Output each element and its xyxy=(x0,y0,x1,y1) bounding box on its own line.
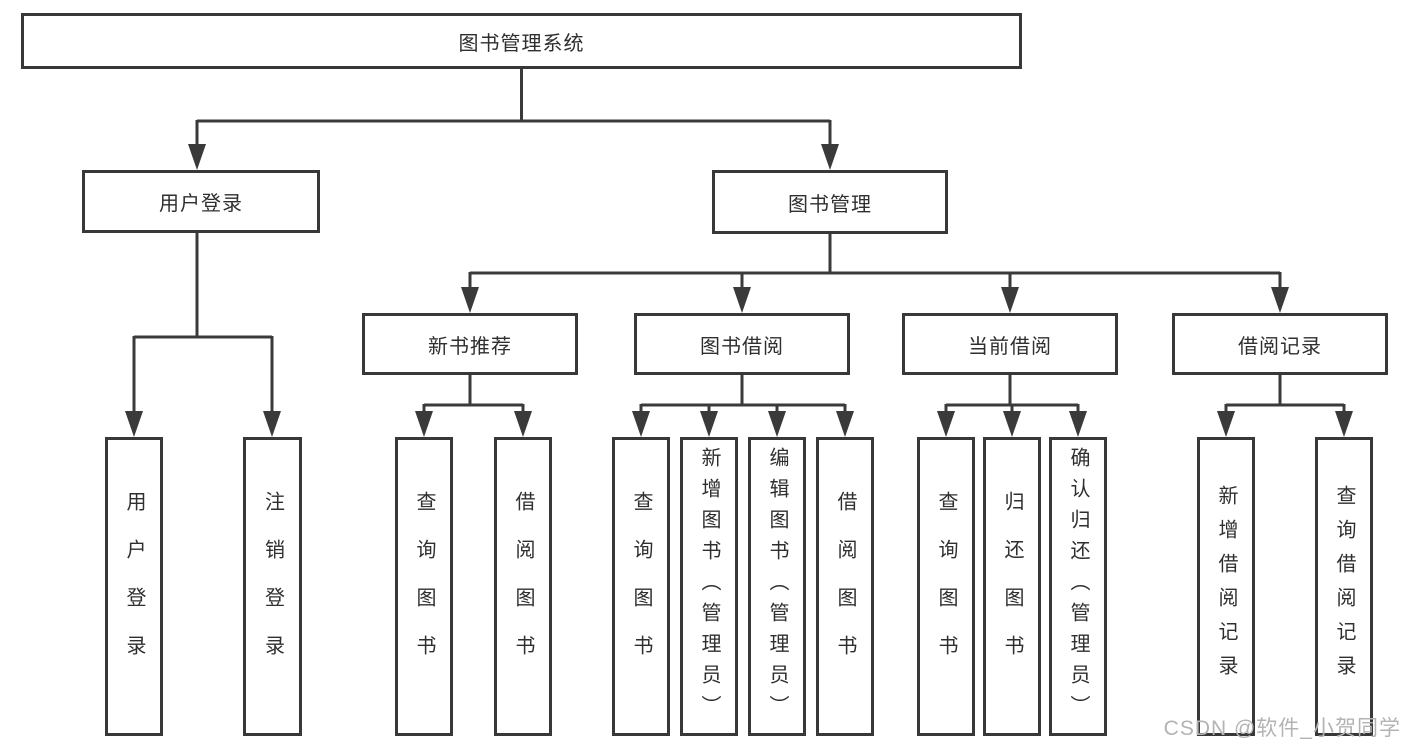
node-book-management: 图书管理 xyxy=(712,170,948,234)
leaf-user-login-label: 用户登录 xyxy=(123,490,145,683)
leaf-query-books-recommend-label: 查询图书 xyxy=(413,490,435,683)
leaf-add-borrow-record-label: 新增借阅记录 xyxy=(1215,484,1237,689)
leaf-user-login: 用户登录 xyxy=(105,437,163,736)
leaf-query-books-current-label: 查询图书 xyxy=(935,490,957,683)
leaf-query-books-borrow-label: 查询图书 xyxy=(630,490,652,683)
leaf-query-books-borrow: 查询图书 xyxy=(612,437,670,736)
node-book-management-label: 图书管理 xyxy=(788,193,872,216)
leaf-query-books-recommend: 查询图书 xyxy=(395,437,453,736)
leaf-borrow-books-label: 借阅图书 xyxy=(834,490,856,683)
leaf-query-borrow-record-label: 查询借阅记录 xyxy=(1333,484,1355,689)
node-book-borrow: 图书借阅 xyxy=(634,313,850,375)
node-book-borrow-label: 图书借阅 xyxy=(700,335,784,358)
node-borrow-records: 借阅记录 xyxy=(1172,313,1388,375)
node-root: 图书管理系统 xyxy=(21,13,1022,69)
leaf-add-book-admin: 新增图书（管理员） xyxy=(680,437,738,736)
leaf-borrow-books-recommend: 借阅图书 xyxy=(494,437,552,736)
watermark: CSDN @软件_小贺同学 xyxy=(1163,717,1401,740)
leaf-borrow-books-recommend-label: 借阅图书 xyxy=(512,490,534,683)
leaf-add-book-admin-label: 新增图书（管理员） xyxy=(698,447,720,726)
node-user-login-label: 用户登录 xyxy=(159,193,243,215)
node-new-book-recommend-label: 新书推荐 xyxy=(428,335,512,358)
leaf-edit-book-admin-label: 编辑图书（管理员） xyxy=(766,447,788,726)
leaf-logout: 注销登录 xyxy=(243,437,302,736)
node-current-borrow-label: 当前借阅 xyxy=(968,335,1052,358)
leaf-confirm-return-admin: 确认归还（管理员） xyxy=(1049,437,1107,736)
leaf-add-borrow-record: 新增借阅记录 xyxy=(1197,437,1255,736)
leaf-query-borrow-record: 查询借阅记录 xyxy=(1315,437,1373,736)
leaf-logout-label: 注销登录 xyxy=(261,490,284,683)
leaf-return-books: 归还图书 xyxy=(983,437,1041,736)
node-root-label: 图书管理系统 xyxy=(458,32,585,55)
node-user-login: 用户登录 xyxy=(82,170,320,233)
leaf-edit-book-admin: 编辑图书（管理员） xyxy=(748,437,806,736)
node-borrow-records-label: 借阅记录 xyxy=(1238,335,1322,358)
node-current-borrow: 当前借阅 xyxy=(902,313,1118,375)
leaf-confirm-return-admin-label: 确认归还（管理员） xyxy=(1067,447,1089,726)
leaf-query-books-current: 查询图书 xyxy=(917,437,975,736)
node-new-book-recommend: 新书推荐 xyxy=(362,313,578,375)
leaf-borrow-books: 借阅图书 xyxy=(816,437,874,736)
leaf-return-books-label: 归还图书 xyxy=(1001,490,1023,683)
arrow-down-icons xyxy=(125,144,1353,437)
